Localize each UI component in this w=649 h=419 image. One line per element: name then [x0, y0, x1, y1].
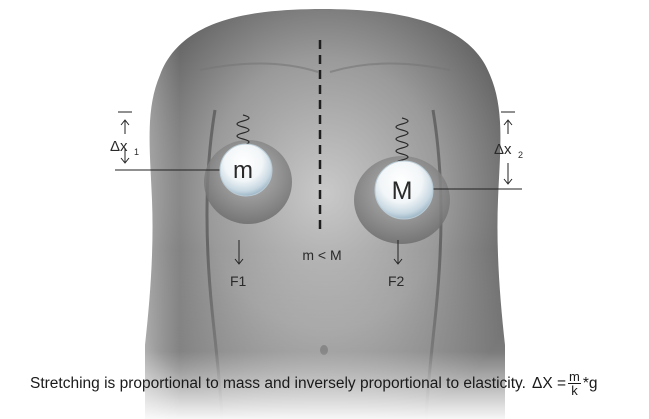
formula-lhs: ΔX = [531, 374, 567, 392]
force-arrow-right: F2 [388, 240, 405, 289]
mass-sphere-right: M [374, 160, 434, 220]
comparison-label: m < M [302, 247, 341, 263]
delta-x1-label: Δx [110, 138, 128, 155]
force-label-left: F1 [230, 273, 247, 289]
mass-sphere-left: m [219, 143, 273, 197]
force-arrow-left: F1 [230, 240, 247, 289]
force-label-right: F2 [388, 273, 405, 289]
formula-denominator: k [571, 383, 578, 398]
caption-text: Stretching is proportional to mass and i… [30, 374, 526, 392]
formula-numerator: m [568, 369, 581, 384]
formula-rhs: *g [582, 374, 598, 392]
delta-x2-subscript: 2 [518, 150, 523, 160]
formula-fraction: m k [568, 370, 581, 397]
caption: Stretching is proportional to mass and i… [30, 370, 649, 397]
mass-label-left: m [233, 157, 253, 184]
delta-x2-label: Δx [494, 141, 512, 158]
delta-x1-indicator: Δx 1 [110, 111, 139, 164]
delta-x1-subscript: 1 [134, 147, 139, 157]
mass-label-right: M [392, 177, 413, 205]
delta-x2-indicator: Δx 2 [494, 111, 523, 185]
